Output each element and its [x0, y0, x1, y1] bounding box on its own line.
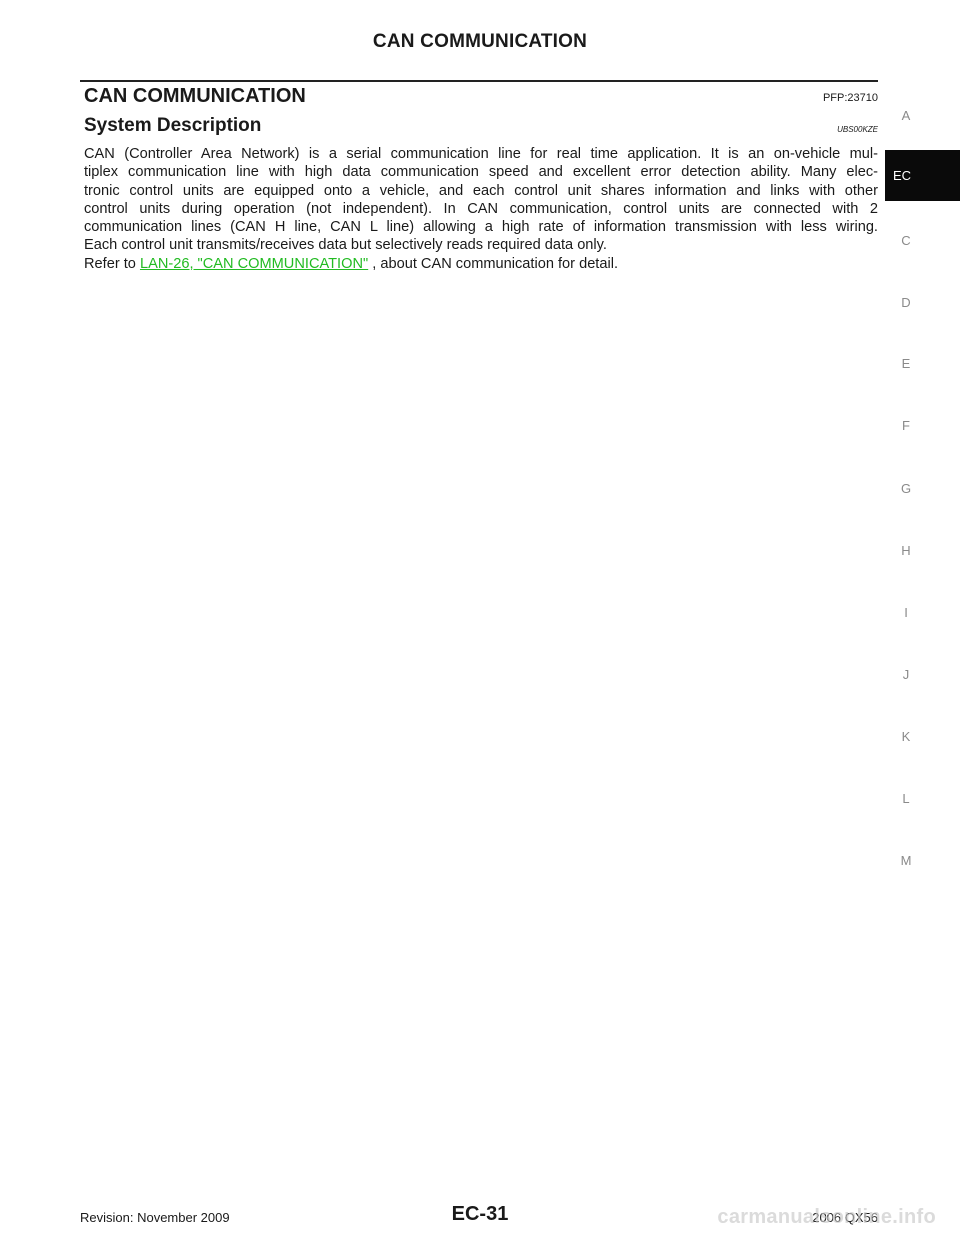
body-line: tronic control units are equipped onto a…: [84, 182, 878, 199]
side-index-active-tab[interactable]: EC: [885, 150, 960, 201]
side-index-letter[interactable]: C: [901, 233, 911, 248]
body-line: communication lines (CAN H line, CAN L l…: [84, 219, 878, 236]
side-index-letter[interactable]: D: [901, 295, 911, 310]
body-text: CAN (Controller Area Network) is a seria…: [84, 145, 878, 273]
side-index-letter[interactable]: A: [901, 108, 911, 123]
subsection-title: System Description: [84, 115, 262, 136]
refer-prefix: Refer to: [84, 255, 140, 272]
side-index-letter[interactable]: M: [900, 853, 912, 868]
body-line: tiplex communication line with high data…: [84, 164, 878, 181]
refer-line: Refer to LAN-26, "CAN COMMUNICATION" , a…: [84, 255, 878, 273]
side-index-letter[interactable]: L: [902, 791, 910, 806]
side-index-letter[interactable]: I: [904, 605, 908, 620]
side-index-letter[interactable]: E: [901, 356, 911, 371]
side-index-letter[interactable]: K: [901, 729, 911, 744]
refer-link[interactable]: LAN-26, "CAN COMMUNICATION": [139, 255, 369, 272]
body-line: control units during operation (not inde…: [84, 200, 878, 217]
side-index-letter[interactable]: J: [902, 667, 910, 682]
footer-page-number: EC-31: [451, 1203, 509, 1225]
section-code: PFP:23710: [822, 92, 878, 104]
footer-model: 2006 QX56: [812, 1210, 878, 1225]
body-line: CAN (Controller Area Network) is a seria…: [84, 146, 878, 162]
side-index-letter[interactable]: G: [900, 481, 912, 496]
header-rule: [80, 80, 878, 82]
section-title: CAN COMMUNICATION: [84, 85, 306, 107]
side-index-letter[interactable]: F: [902, 418, 910, 433]
footer-revision: Revision: November 2009: [80, 1210, 230, 1225]
side-index-letter[interactable]: H: [901, 543, 911, 558]
body-line: Each control unit transmits/receives dat…: [84, 237, 607, 254]
running-header-title: CAN COMMUNICATION: [372, 31, 588, 52]
refer-suffix: , about CAN communication for detail.: [368, 255, 619, 272]
subsection-code: UBS00KZE: [837, 125, 878, 134]
footer-watermark: carmanualsonline.info: [717, 1206, 936, 1228]
